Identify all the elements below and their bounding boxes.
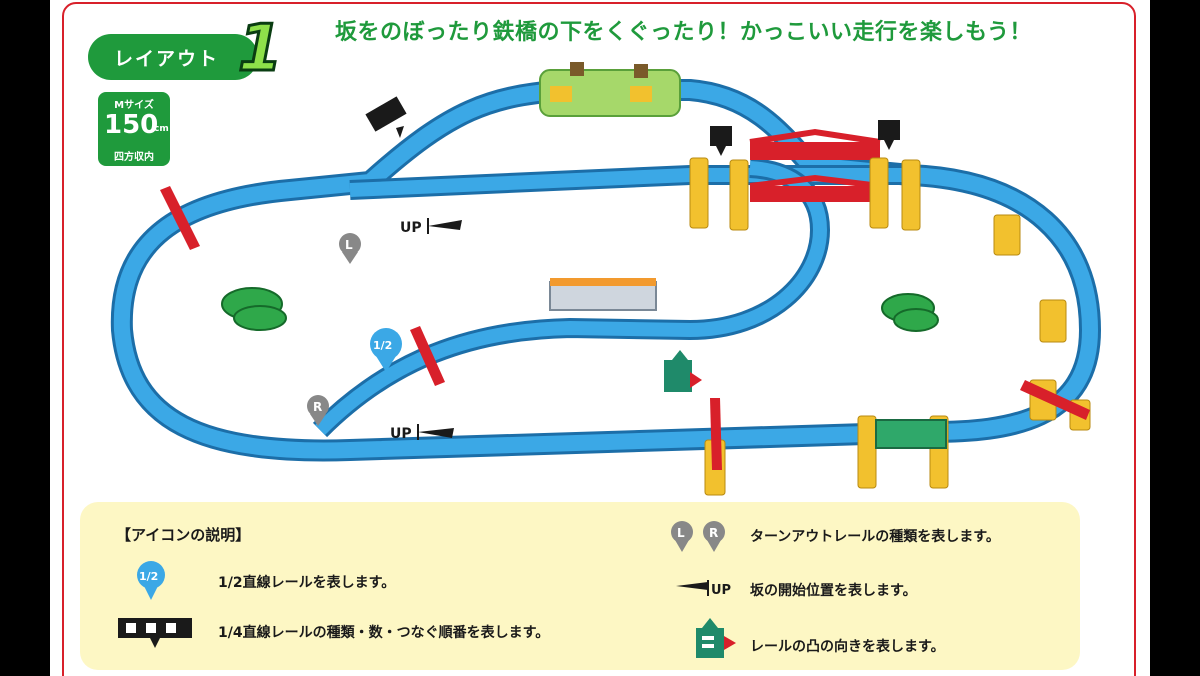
size-value: 150 xyxy=(104,110,159,140)
legend-quarter-rail-desc: 1/4直線レールの種類・数・つなぐ順番を表します。 xyxy=(218,625,550,641)
up-label-1: UP xyxy=(400,220,422,236)
quarter-rail-icon-1 xyxy=(365,96,407,138)
layout-page: レイアウト 1 坂をのぼったり鉄橋の下をくぐったり！かっこいい走行を楽しもう！ … xyxy=(50,0,1150,676)
legend-direction-icon xyxy=(696,618,736,658)
legend-turnout-icons: L R xyxy=(671,521,725,552)
turnout-l-label: L xyxy=(345,238,353,252)
page-frame xyxy=(62,2,1136,676)
half-rail-label: 1/2 xyxy=(373,339,392,352)
legend-quarter-rail-icon xyxy=(118,618,192,648)
icon-legend: 【アイコンの説明】 1/2 1/2直線レールを表します。 1/4直線レールの種類… xyxy=(80,502,1080,670)
size-note: 四方収内 xyxy=(114,152,154,163)
half-rail-pin: 1/2 xyxy=(370,328,402,372)
rail-direction-icon xyxy=(664,350,702,392)
track-layout-diagram: UP UP L R 1/2 xyxy=(110,62,1102,496)
legend-direction-desc: レールの凸の向きを表します。 xyxy=(750,639,945,655)
legend-turnout-l: L xyxy=(677,526,685,540)
legend-half-label: 1/2 xyxy=(139,570,158,583)
size-unit: cm xyxy=(154,124,169,134)
legend-half-rail-desc: 1/2直線レールを表します。 xyxy=(218,575,396,591)
size-badge: Mサイズ 150 cm 四方収内 xyxy=(98,92,170,166)
bush-right xyxy=(881,293,939,332)
legend-slope-up: UP xyxy=(711,583,731,598)
yellow-piers xyxy=(689,157,1091,496)
center-station xyxy=(549,278,657,311)
up-label-2: UP xyxy=(390,426,412,442)
turnout-l-pin: L xyxy=(339,233,361,264)
outer-rail-loop xyxy=(110,79,1102,462)
legend-slope-desc: 坂の開始位置を表します。 xyxy=(750,583,917,599)
bush-left xyxy=(221,287,287,331)
legend-turnout-r: R xyxy=(709,526,718,540)
quarter-rail-icon-3 xyxy=(878,120,900,150)
red-bridge xyxy=(749,128,881,202)
crossing-gates xyxy=(160,186,1090,470)
turnout-r-label: R xyxy=(313,400,322,414)
layout-label: レイアウト xyxy=(114,48,220,70)
size-label: Mサイズ xyxy=(114,100,154,111)
up-arrow-2: UP xyxy=(390,424,454,442)
headline: 坂をのぼったり鉄橋の下をくぐったり！かっこいい走行を楽しもう！ xyxy=(335,20,1032,45)
legend-title: 【アイコンの説明】 xyxy=(116,526,251,544)
top-station xyxy=(539,62,681,117)
layout-badge xyxy=(88,34,258,80)
layout-number: 1 xyxy=(237,11,285,88)
turnout-r-pin: R xyxy=(307,395,329,426)
green-platform xyxy=(875,419,947,449)
legend-slope-icon: UP xyxy=(676,580,731,598)
up-arrow-1: UP xyxy=(400,218,462,236)
legend-turnout-desc: ターンアウトレールの種類を表します。 xyxy=(750,529,1000,545)
legend-half-rail-icon: 1/2 xyxy=(137,561,165,600)
quarter-rail-icon-2 xyxy=(710,126,732,156)
